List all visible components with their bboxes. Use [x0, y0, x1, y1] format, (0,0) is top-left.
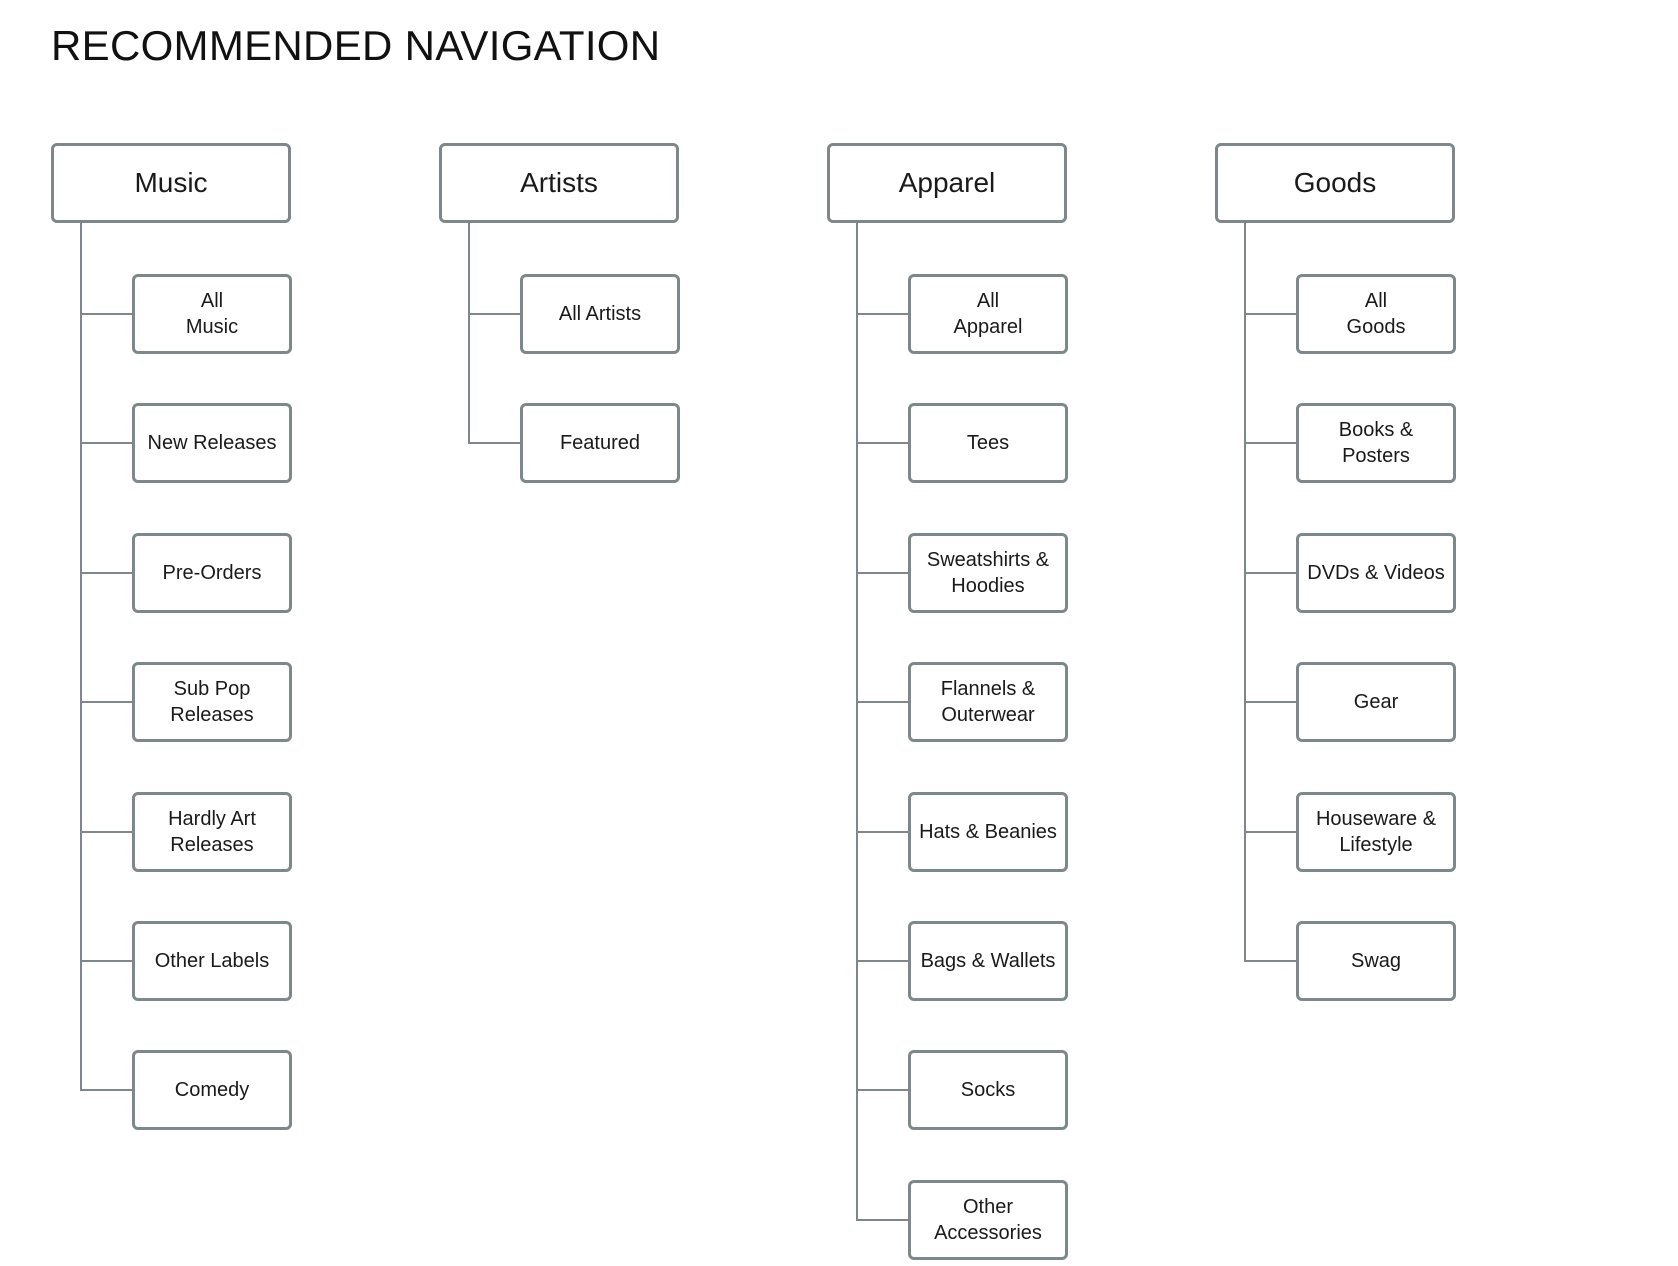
nav-item-all-apparel[interactable]: All Apparel	[908, 274, 1068, 354]
nav-item-hats-and-beanies[interactable]: Hats & Beanies	[908, 791, 1068, 872]
connector-trunk	[80, 223, 82, 1092]
nav-item-bags-and-wallets[interactable]: Bags & Wallets	[908, 921, 1068, 1001]
nav-item-label: Other Labels	[154, 950, 270, 972]
nav-item-featured[interactable]: Featured	[520, 403, 680, 484]
nav-item-houseware-and-lifestyle[interactable]: Houseware & Lifestyle	[1296, 791, 1456, 872]
nav-item-socks[interactable]: Socks	[908, 1050, 1068, 1131]
nav-item-label: Comedy	[174, 1079, 250, 1102]
nav-item-swag[interactable]: Swag	[1296, 921, 1456, 1001]
nav-item-books-and-posters[interactable]: Books & Posters	[1296, 403, 1456, 484]
connector-trunk	[1244, 223, 1246, 962]
nav-item-other-accessories[interactable]: Other Accessories	[908, 1179, 1068, 1260]
nav-category-goods[interactable]: Goods	[1215, 143, 1455, 223]
nav-item-label: Tees	[966, 432, 1010, 455]
nav-item-sweatshirts-and-hoodies[interactable]: Sweatshirts & Hoodies	[908, 532, 1068, 613]
connector-branch	[80, 701, 132, 704]
nav-item-label: Houseware & Lifestyle	[1315, 807, 1437, 856]
nav-item-new-releases[interactable]: New Releases	[132, 403, 292, 484]
nav-item-label: Other Accessories	[934, 1195, 1042, 1244]
page-title: RECOMMENDED NAVIGATION	[51, 22, 661, 69]
nav-item-label: Sub Pop Releases	[170, 678, 254, 727]
connector-trunk	[468, 223, 470, 445]
nav-category-label: Music	[134, 167, 208, 198]
connector-trunk	[856, 223, 858, 1221]
nav-item-label: Flannels & Outerwear	[940, 678, 1036, 727]
connector-branch	[80, 313, 132, 315]
nav-item-label: Hardly Art Releases	[168, 807, 256, 856]
connector-branch	[856, 1218, 908, 1221]
nav-item-label: DVDs & Videos	[1307, 561, 1445, 584]
nav-category-label: Goods	[1293, 167, 1377, 198]
nav-category-apparel[interactable]: Apparel	[827, 143, 1067, 223]
nav-item-label: Sweatshirts & Hoodies	[926, 548, 1050, 597]
connector-branch	[1244, 571, 1296, 574]
nav-item-sub-pop-releases[interactable]: Sub Pop Releases	[132, 662, 292, 743]
nav-item-label: Pre-Orders	[162, 561, 262, 584]
connector-branch	[856, 701, 908, 704]
nav-item-tees[interactable]: Tees	[908, 403, 1068, 484]
nav-category-artists[interactable]: Artists	[439, 143, 679, 223]
connector-branch	[856, 1089, 908, 1092]
connector-branch	[856, 442, 908, 445]
connector-branch	[1244, 701, 1296, 704]
nav-item-label: Swag	[1350, 950, 1402, 972]
connector-branch	[80, 830, 132, 833]
nav-item-label: Books & Posters	[1338, 419, 1414, 468]
connector-branch	[856, 571, 908, 574]
connector-branch	[856, 313, 908, 315]
nav-item-label: Socks	[960, 1079, 1016, 1102]
nav-item-pre-orders[interactable]: Pre-Orders	[132, 532, 292, 613]
nav-item-gear[interactable]: Gear	[1296, 662, 1456, 743]
nav-item-other-labels[interactable]: Other Labels	[132, 921, 292, 1001]
nav-item-flannels-and-outerwear[interactable]: Flannels & Outerwear	[908, 662, 1068, 743]
nav-item-label: Featured	[559, 432, 641, 455]
connector-branch	[468, 313, 520, 315]
nav-category-label: Apparel	[898, 167, 996, 198]
connector-branch	[80, 960, 132, 962]
nav-item-label: New Releases	[147, 432, 277, 455]
nav-item-label: Hats & Beanies	[919, 820, 1057, 843]
connector-branch	[1244, 313, 1296, 315]
nav-item-hardly-art-releases[interactable]: Hardly Art Releases	[132, 791, 292, 872]
nav-item-label: All Apparel	[953, 290, 1023, 338]
connector-branch	[80, 1089, 132, 1092]
connector-branch	[856, 960, 908, 962]
nav-item-all-music[interactable]: All Music	[132, 274, 292, 354]
nav-item-label: All Goods	[1346, 290, 1406, 338]
nav-item-comedy[interactable]: Comedy	[132, 1050, 292, 1131]
nav-item-label: Gear	[1353, 691, 1399, 714]
connector-branch	[468, 442, 520, 445]
nav-item-label: Bags & Wallets	[920, 950, 1056, 972]
nav-item-label: All Artists	[558, 303, 642, 325]
nav-category-music[interactable]: Music	[51, 143, 291, 223]
connector-branch	[856, 830, 908, 833]
nav-item-label: All Music	[185, 290, 239, 338]
nav-category-label: Artists	[520, 167, 598, 198]
connector-branch	[1244, 960, 1296, 962]
connector-branch	[1244, 442, 1296, 445]
connector-branch	[80, 571, 132, 574]
connector-branch	[1244, 830, 1296, 833]
nav-item-all-goods[interactable]: All Goods	[1296, 274, 1456, 354]
connector-branch	[80, 442, 132, 445]
nav-item-dvds-and-videos[interactable]: DVDs & Videos	[1296, 532, 1456, 613]
nav-item-all-artists[interactable]: All Artists	[520, 274, 680, 354]
